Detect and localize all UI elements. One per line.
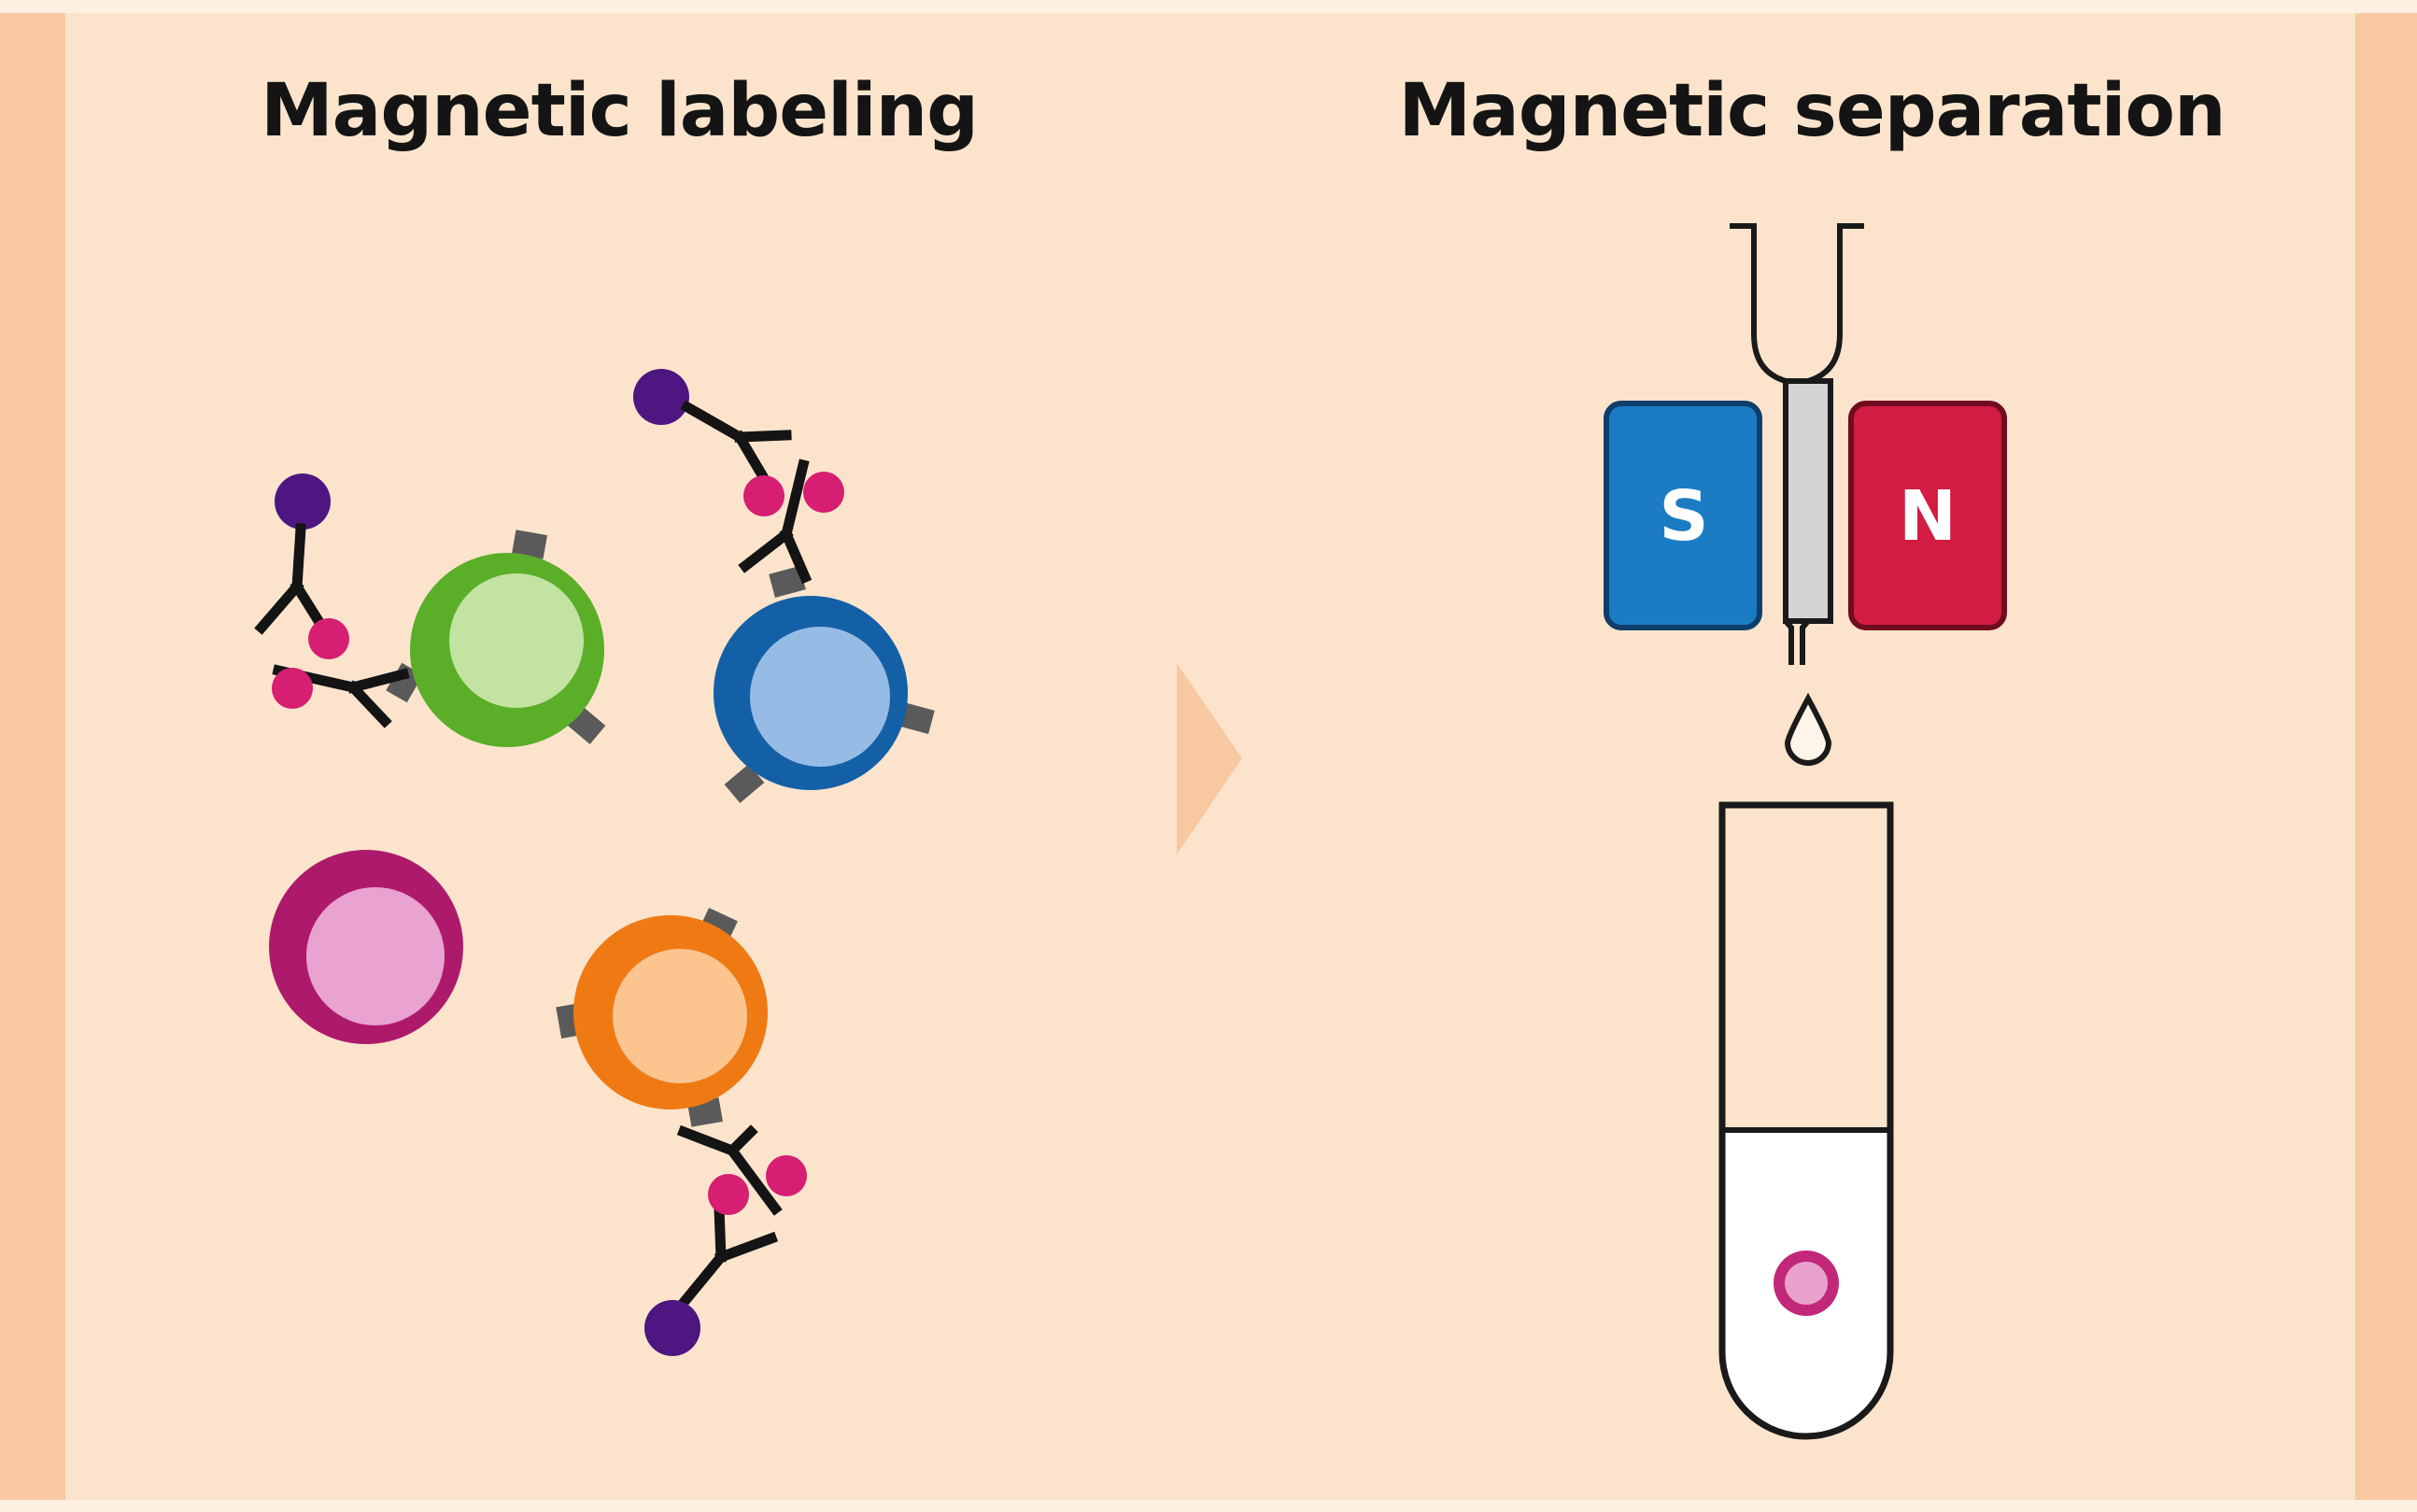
magnetic-bead-icon [743,475,784,516]
column-icon [1730,223,1864,665]
magnet-south: S [1604,401,1762,630]
magnetic-bead-icon [308,618,349,659]
cell-magenta-icon [269,850,463,1044]
biotin-icon [275,473,331,530]
right-panel-title: Magnetic separation [1399,69,2226,153]
panel-arrow [1177,13,1242,1500]
surface-marker [769,566,806,598]
surface-marker [898,702,935,734]
cell-orange-icon [556,908,768,1127]
labeled-antibody-complex-1 [254,473,410,728]
magnet-south-label: S [1659,476,1708,557]
antibody-icon [680,400,813,585]
labeled-antibody-complex-2 [633,369,844,585]
magnetic-bead-icon [803,472,844,513]
cell-green-icon [386,530,606,747]
droplet-icon [1784,692,1832,766]
labeled-antibody-complex-3 [644,1124,807,1356]
magnetic-bead-icon [272,668,313,709]
surface-marker [512,530,547,559]
test-tube-icon [1718,801,1894,1440]
magnetic-bead-icon [766,1155,807,1196]
surface-marker [724,764,765,803]
magnet-north-label: N [1899,476,1957,557]
biotin-icon [633,369,689,425]
magnet-north: N [1848,401,2007,630]
cell-blue-icon [714,566,935,803]
antibody-icon [671,1124,783,1317]
biotin-icon [644,1300,700,1356]
magnetic-bead-icon [708,1174,749,1215]
left-panel-title: Magnetic labeling [261,69,978,153]
left-panel [65,13,1177,1500]
